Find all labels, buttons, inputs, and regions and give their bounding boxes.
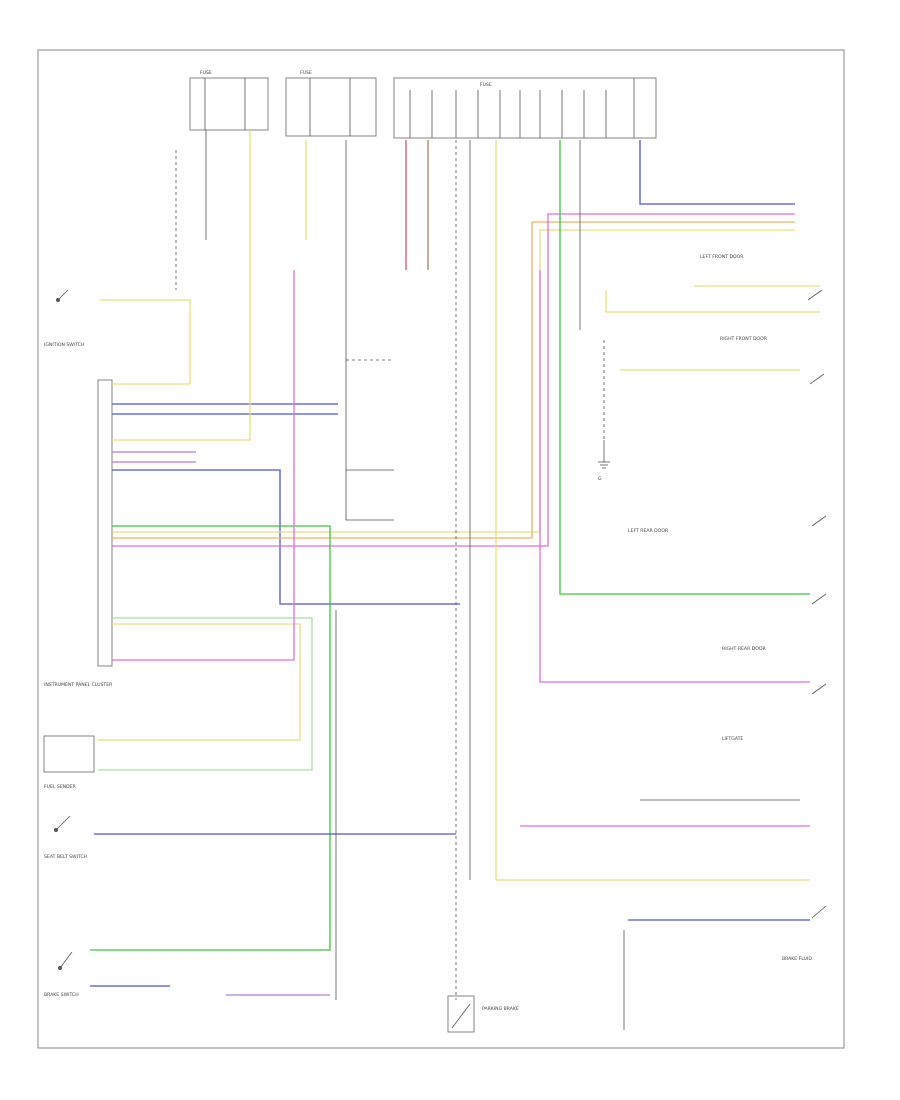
door-switch-rf: RIGHT FRONT DOOR [720, 336, 825, 385]
wire-light_green-11 [98, 617, 313, 771]
wire-yellow-0 [100, 299, 191, 385]
fuel-sender-label: FUEL SENDER [44, 784, 77, 790]
wire-green-10 [90, 525, 331, 951]
ipc-label: INSTRUMENT PANEL CLUSTER [44, 682, 113, 688]
door-rf-label: RIGHT FRONT DOOR [720, 336, 768, 342]
wire-layer [90, 130, 820, 1030]
liftgate-label: LIFTGATE [722, 736, 743, 742]
wire-orange-8 [112, 221, 795, 539]
door-switch-lr: LEFT REAR DOOR [628, 515, 827, 534]
wire-pink-9 [112, 213, 795, 547]
fuse-box-right-label: FUSE [480, 82, 492, 88]
fuse-box-center: FUSE [285, 70, 377, 137]
wire-yellow-3 [112, 130, 251, 441]
liftgate-switch: LIFTGATE [722, 683, 827, 742]
wire-yellow-24 [605, 290, 820, 313]
fuel-sender: FUEL SENDER [43, 735, 95, 790]
door-rr-label: RIGHT REAR DOOR [722, 646, 766, 652]
ignition-switch: IGNITION SWITCH [44, 289, 84, 348]
brake-switch-label: BRAKE SWITCH [44, 992, 79, 998]
wire-green-20 [559, 140, 810, 595]
instrument-panel-cluster: INSTRUMENT PANEL CLUSTER [44, 379, 113, 688]
door-lr-label: LEFT REAR DOOR [628, 528, 669, 534]
door-switch-rr: RIGHT REAR DOOR [722, 593, 827, 652]
fuse-box-left: FUSE [189, 70, 269, 131]
wire-yellow-21 [495, 140, 810, 881]
seat-belt-switch-label: SEAT BELT SWITCH [44, 854, 87, 860]
door-switch-lf: LEFT FRONT DOOR [700, 254, 823, 301]
wire-blue-23 [639, 140, 795, 205]
parking-brake-switch: PARKING BRAKE [447, 995, 519, 1033]
fuse-box-left-label: FUSE [200, 70, 212, 76]
wire-pink-13 [112, 270, 295, 661]
ground-label: G [598, 476, 602, 482]
ignition-switch-label: IGNITION SWITCH [44, 342, 84, 348]
wire-blue-6 [112, 469, 460, 605]
door-lf-label: LEFT FRONT DOOR [700, 254, 744, 260]
wire-black-2 [345, 140, 394, 521]
fuse-box-right: FUSE [393, 77, 657, 139]
wire-pink-22 [539, 270, 810, 683]
wire-yellow-12 [98, 623, 301, 741]
wire-yellow-7 [112, 229, 795, 533]
brake-fluid-label: BRAKE FLUID [782, 956, 812, 962]
brake-fluid-switch: BRAKE FLUID [782, 905, 827, 962]
brake-switch: BRAKE SWITCH [44, 951, 79, 998]
ground-point: G [598, 440, 610, 482]
fuse-box-center-label: FUSE [300, 70, 312, 76]
parking-brake-label: PARKING BRAKE [482, 1006, 519, 1012]
seat-belt-switch: SEAT BELT SWITCH [44, 815, 87, 860]
diagram-frame [37, 49, 845, 1049]
